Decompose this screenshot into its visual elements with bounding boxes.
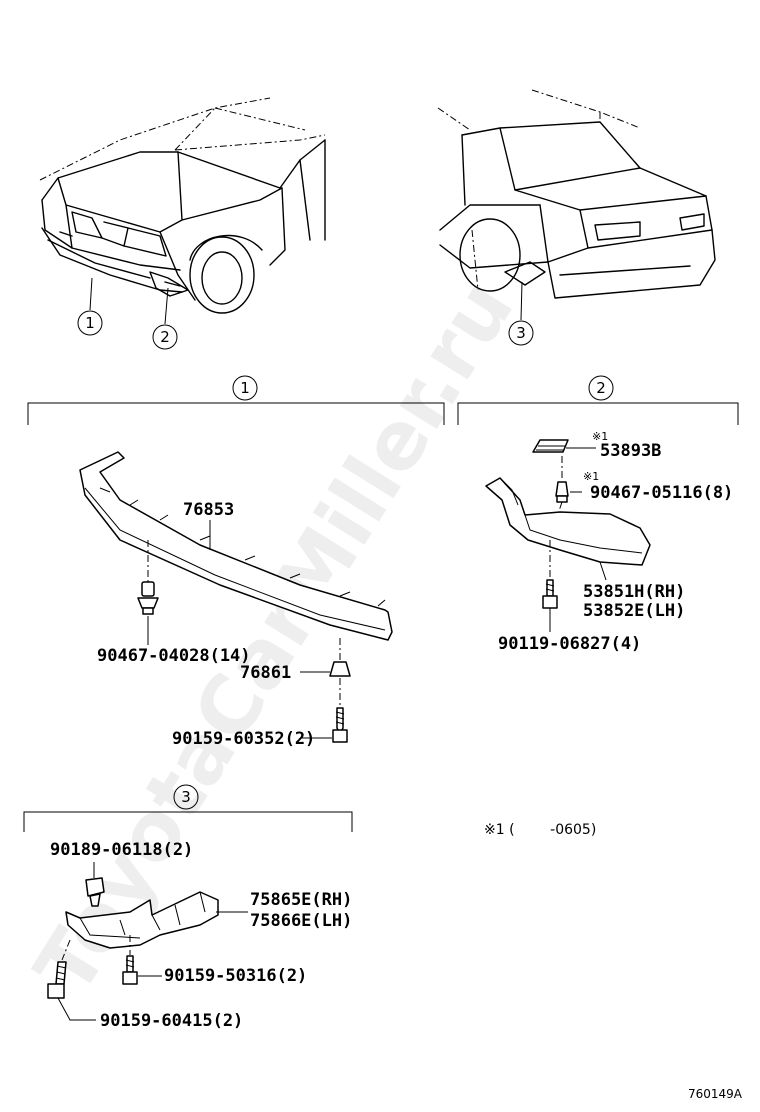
label-90159-50316: 90159-50316(2) <box>164 966 307 986</box>
fender-liner-part[interactable] <box>485 477 651 566</box>
svg-text:1: 1 <box>240 379 250 397</box>
svg-text:2: 2 <box>596 379 606 397</box>
screw-90159-60415-icon[interactable] <box>47 961 67 999</box>
screw-90159-50316-icon[interactable] <box>122 955 138 985</box>
front-lower-molding-part[interactable] <box>79 451 393 641</box>
leader-callout-1 <box>89 277 93 311</box>
clip-90467-05116-icon[interactable] <box>555 481 569 503</box>
callout-3[interactable]: 3 <box>508 320 534 346</box>
label-90189-06118: 90189-06118(2) <box>50 840 193 860</box>
label-75866e: 75866E(LH) <box>250 911 352 931</box>
svg-text:3: 3 <box>181 788 191 806</box>
diagram-code: 760149A <box>688 1087 743 1101</box>
callout-1[interactable]: 1 <box>77 310 103 336</box>
clip-90467-04028-icon[interactable] <box>137 581 159 615</box>
label-90159-60352: 90159-60352(2) <box>172 729 315 749</box>
rear-mudguard-part[interactable] <box>65 891 219 949</box>
label-90467-05116: 90467-05116(8) <box>590 483 733 503</box>
label-90467-04028: 90467-04028(14) <box>97 646 251 666</box>
label-76861: 76861 <box>240 663 291 683</box>
label-53893b: 53893B <box>600 441 661 461</box>
clip-90189-06118-icon[interactable] <box>85 877 105 907</box>
section-1-bracket: 1 <box>27 375 445 425</box>
svg-text:3: 3 <box>516 324 526 342</box>
label-75865e: 75865E(RH) <box>250 890 352 910</box>
svg-text:2: 2 <box>160 328 170 346</box>
pad-53893b-icon[interactable] <box>532 439 569 453</box>
svg-text:1: 1 <box>85 314 95 332</box>
note-mark-1: ※1 <box>592 430 608 443</box>
note-mark-2: ※1 <box>583 470 599 483</box>
screw-90119-06827-icon[interactable] <box>542 579 558 609</box>
nut-76861-icon[interactable] <box>329 661 351 677</box>
front-car-illustration <box>39 97 326 314</box>
section-2-bracket: 2 <box>457 375 739 425</box>
rear-car-illustration <box>437 89 716 299</box>
callout-2[interactable]: 2 <box>152 324 178 350</box>
leader-callout-2 <box>164 287 169 325</box>
screw-90159-60352-icon[interactable] <box>332 707 348 743</box>
label-76853: 76853 <box>183 500 234 520</box>
label-90119-06827: 90119-06827(4) <box>498 634 641 654</box>
section-3-bracket: 3 <box>23 784 353 832</box>
footnote: ※1 ( -0605) <box>484 822 596 838</box>
label-90159-60415: 90159-60415(2) <box>100 1011 243 1031</box>
leader-callout-3 <box>520 281 523 321</box>
label-53852e: 53852E(LH) <box>583 601 685 621</box>
label-53851h: 53851H(RH) <box>583 582 685 602</box>
